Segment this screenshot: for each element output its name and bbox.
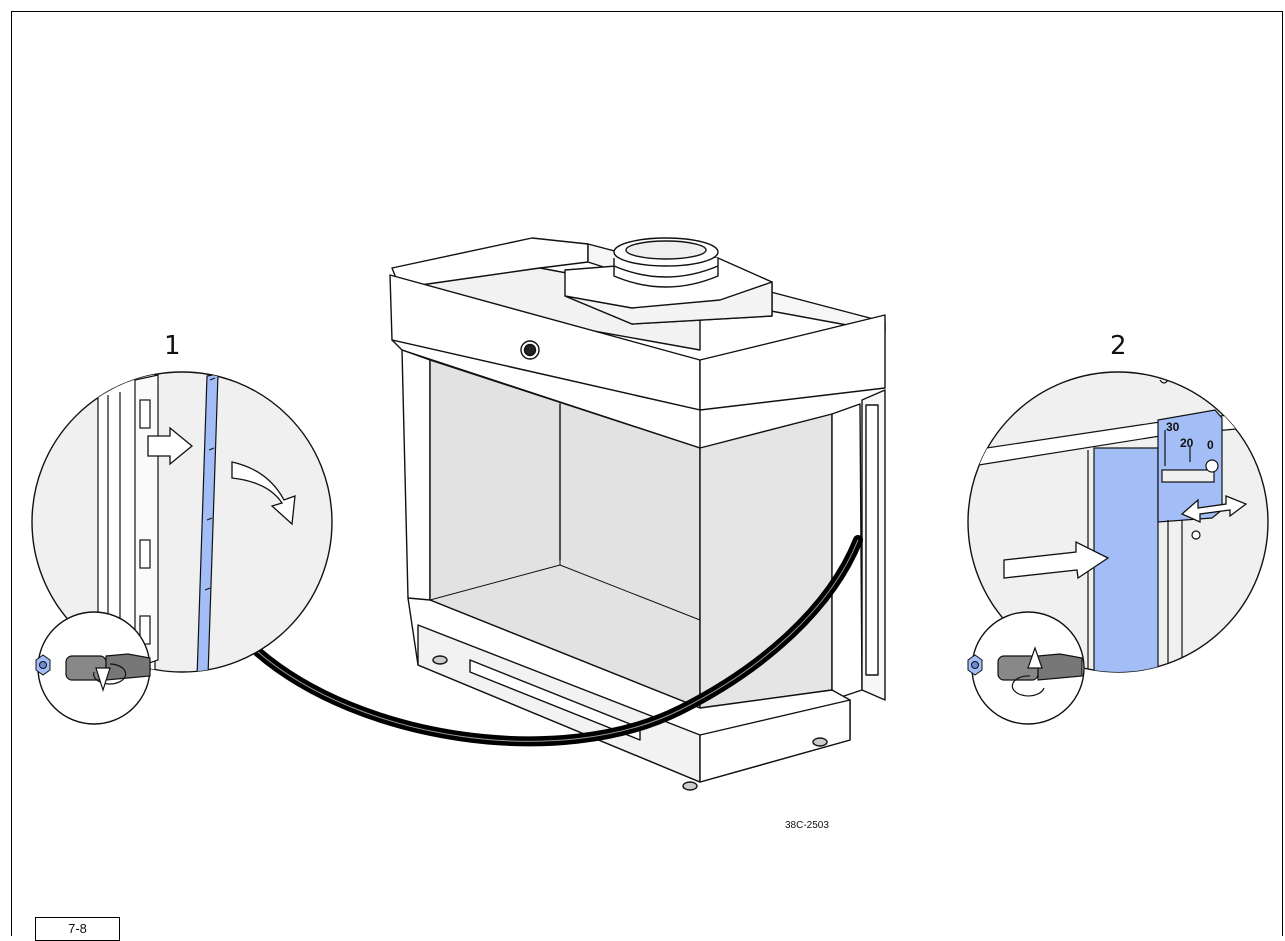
scale-mark-30: 30 (1166, 420, 1180, 434)
step-1-label: 1 (164, 331, 181, 361)
step-2-label: 2 (1110, 331, 1127, 361)
curved-arrow-icon (231, 461, 296, 526)
scale-mark-0: 0 (1207, 438, 1214, 452)
adjustment-plate (1093, 447, 1159, 672)
scale-mark-20: 20 (1180, 436, 1194, 450)
detail-view-2 (967, 371, 1269, 725)
double-arrow-icon (1180, 495, 1248, 524)
fireplace-unit (389, 237, 886, 791)
wrench-icon (65, 653, 151, 692)
wrench-icon (997, 646, 1083, 697)
nut-icon (35, 654, 51, 676)
page-frame (11, 11, 1283, 936)
arrow-right-icon (147, 426, 194, 466)
nut-icon (967, 654, 983, 676)
drawing-code: 38C-2503 (785, 820, 829, 831)
arrow-right-icon (1003, 540, 1110, 580)
detail-view-1 (31, 371, 333, 725)
figure-number: 7-8 (35, 917, 120, 941)
